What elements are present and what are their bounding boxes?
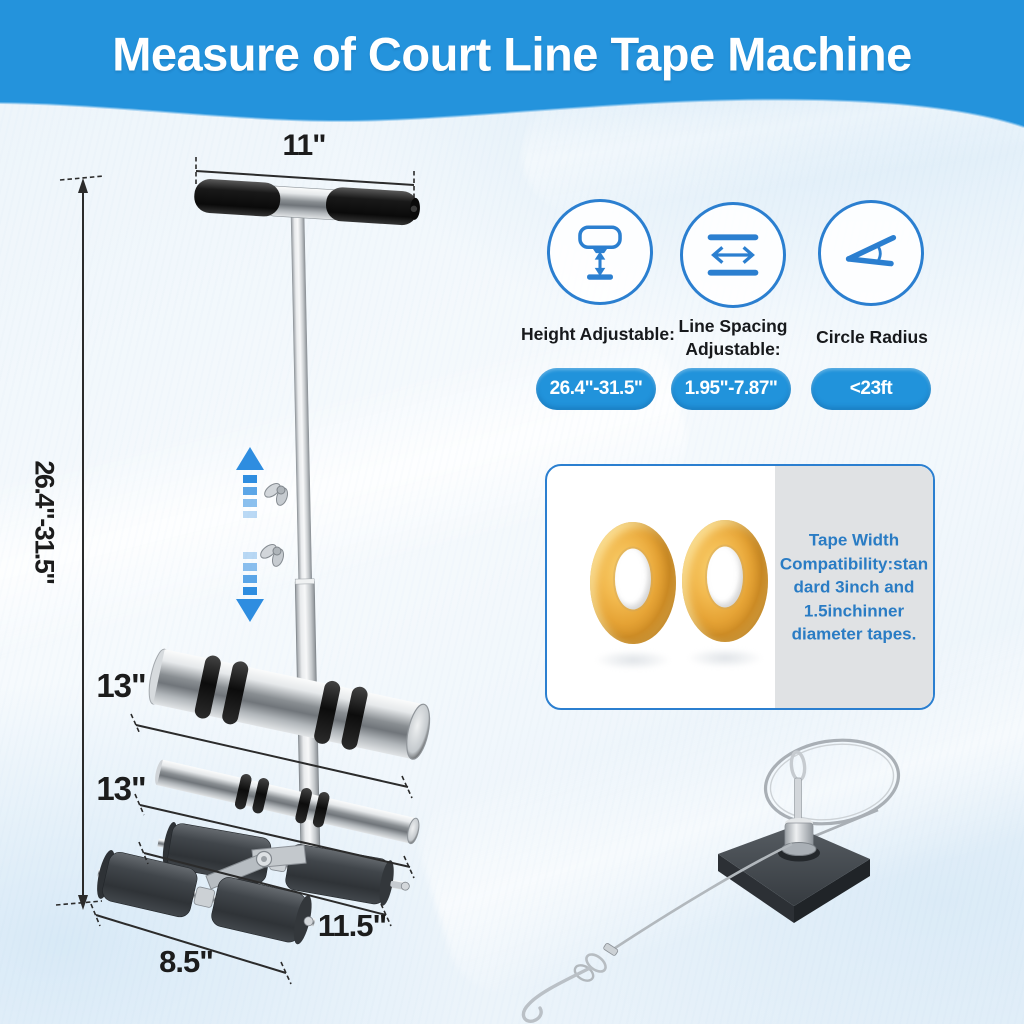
- tape-info-panel: Tape Width Compatibility:stan dard 3inch…: [775, 466, 933, 708]
- tape-info-text: Tape Width Compatibility:stan dard 3inch…: [779, 530, 929, 644]
- front-rollers: [97, 850, 316, 945]
- top-roller: [148, 648, 431, 760]
- t-handle: [194, 179, 420, 226]
- dimension-front-rollers: [90, 903, 292, 985]
- line-spacing-icon: [707, 234, 759, 276]
- circle-radius-icon: [845, 234, 897, 267]
- tape-roll-reflection: [595, 650, 671, 670]
- cable-loop: [763, 738, 901, 826]
- main-pole: [290, 211, 321, 875]
- feature-label-radius: Circle Radius: [816, 327, 928, 347]
- dim-handle-width-label: 11": [282, 129, 327, 162]
- wing-nut-lower: [260, 544, 285, 567]
- page-title: Measure of Court Line Tape Machine: [112, 27, 912, 81]
- header-banner: Measure of Court Line Tape Machine: [0, 0, 1024, 132]
- tape-roll-core: [614, 548, 652, 610]
- tape-roll: [682, 520, 768, 642]
- dim-top-roller-label: 13": [96, 667, 146, 704]
- machine-illustration: [55, 157, 431, 985]
- mid-roller: [155, 759, 420, 845]
- tape-roll-core: [706, 546, 744, 608]
- dimension-handle-width: [195, 157, 415, 201]
- dimension-mid-roller: [134, 793, 415, 879]
- dimension-height: [55, 175, 105, 910]
- circle-guide-accessory: [521, 738, 901, 1023]
- cable-segment: [804, 808, 879, 842]
- dim-back-roller-label: 11.5": [317, 908, 387, 943]
- feature-label-height: Height Adjustable:: [521, 324, 675, 344]
- tape-roll-reflection: [687, 648, 763, 668]
- feature-label-spacing: Line Spacing Adjustable:: [678, 316, 788, 359]
- dim-height-range-label: 26.4"-31.5": [29, 460, 60, 584]
- up-arrow-icon: [236, 447, 264, 518]
- feature-value-pill-radius: <23ft: [811, 368, 931, 410]
- cable-hook: [521, 966, 592, 1023]
- tape-compatibility-card: Tape Width Compatibility:stan dard 3inch…: [545, 464, 935, 710]
- feature-value-pill-spacing: 1.95"-7.87": [671, 368, 791, 410]
- tape-roll: [590, 522, 676, 644]
- dimension-top-roller: [130, 713, 413, 799]
- wing-nut-upper: [264, 483, 289, 506]
- feature-circle-spacing: [680, 202, 786, 308]
- height-adjustable-icon: [578, 225, 622, 280]
- down-arrow-icon: [236, 552, 264, 622]
- dimension-back-rollers: [138, 841, 392, 927]
- header-wave: [0, 0, 1024, 128]
- anchor-cable: [573, 842, 793, 982]
- feature-value-pill-height: 26.4"-31.5": [536, 368, 656, 410]
- feature-circle-height: [547, 199, 653, 305]
- anchor-pin: [781, 750, 817, 856]
- feature-circle-radius: [818, 200, 924, 306]
- dim-mid-roller-label: 13": [96, 770, 146, 807]
- dim-front-roller-label: 8.5": [159, 944, 214, 979]
- axle-bracket: [205, 844, 307, 890]
- tape-machine-diagram: 11" 26.4"-31.5" 13" 13" 11.5" 8.5": [0, 124, 520, 1024]
